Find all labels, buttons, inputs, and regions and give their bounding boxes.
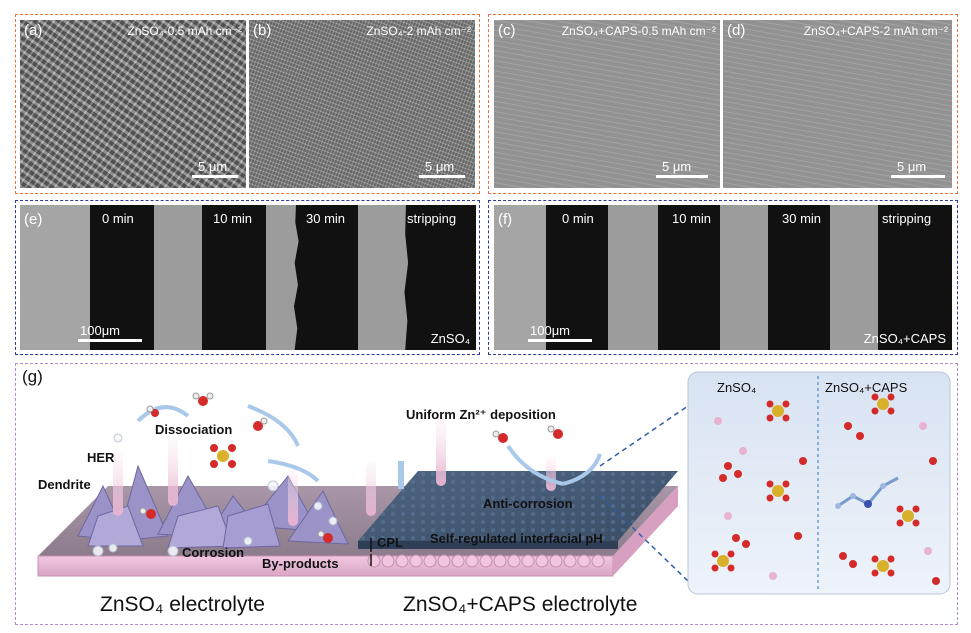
zn-ion-trails: [113, 416, 556, 526]
inset-label-znso4: ZnSO₄: [717, 380, 757, 395]
dendrite-cluster: [77, 464, 349, 549]
annotation-byproducts: By-products: [262, 556, 339, 571]
sem-panel-d: (d) ZnSO₄+CAPS-2 mAh cm⁻² 5 μm: [723, 20, 952, 188]
frame-optical-left: [15, 200, 480, 355]
optical-panel-f: (f) 0 min 10 min 30 min stripping 100μm …: [494, 205, 952, 350]
scale-bar: [528, 339, 592, 342]
molecular-inset: [687, 371, 951, 595]
scale-bar: [78, 339, 142, 342]
zinc-electrode: [878, 205, 952, 350]
zinc-electrode: [404, 205, 476, 350]
time-label: 10 min: [672, 211, 712, 226]
panel-title: ZnSO₄-2 mAh cm⁻²: [366, 24, 471, 38]
annotation-dissociation: Dissociation: [155, 422, 233, 437]
annotation-anti-corrosion: Anti-corrosion: [483, 496, 573, 511]
time-label: stripping: [407, 211, 457, 226]
annotation-corrosion: Corrosion: [182, 545, 245, 560]
electrolyte-label: ZnSO₄+CAPS: [863, 331, 946, 346]
time-label: 10 min: [213, 211, 253, 226]
panel-title: ZnSO₄+CAPS-0.5 mAh cm⁻²: [561, 24, 716, 38]
frame-sem-right: [488, 14, 958, 194]
scale-bar: [419, 175, 465, 178]
scale-bar: [656, 175, 708, 178]
zinc-electrode: [202, 205, 266, 350]
time-label: stripping: [882, 211, 932, 226]
inset-right-molecules: [835, 393, 940, 585]
zinc-electrode: [546, 205, 608, 350]
annotation-dendrite: Dendrite: [38, 477, 91, 492]
scale-bar: [192, 175, 238, 178]
sem-panel-a: (a) ZnSO₄-0.5 mAh cm⁻² 5 μm: [20, 20, 246, 188]
water-molecules: [139, 392, 563, 543]
frame-sem-left: [15, 14, 480, 194]
time-label: 30 min: [782, 211, 822, 226]
annotation-self-regulated-ph: Self-regulated interfacial pH: [430, 531, 603, 546]
scale-label: 100μm: [530, 323, 571, 338]
caption-znso4-electrolyte: ZnSO₄ electrolyte: [100, 593, 265, 616]
optical-panel-e: (e) 0 min 10 min 30 min stripping 100μm …: [20, 205, 476, 350]
sem-panel-c: (c) ZnSO₄+CAPS-0.5 mAh cm⁻² 5 μm: [494, 20, 720, 188]
panel-title: ZnSO₄-0.5 mAh cm⁻²: [127, 24, 242, 38]
panel-label: (f): [498, 211, 513, 228]
zn-sphere-row: [367, 554, 605, 568]
panel-label: (a): [24, 22, 43, 39]
scale-label: 100μm: [80, 323, 121, 338]
zinc-electrode: [768, 205, 830, 350]
schematic-illustration: [37, 371, 951, 595]
panel-label: (b): [253, 22, 272, 39]
inset-label-znso4-caps: ZnSO₄+CAPS: [825, 380, 908, 395]
panel-label: (d): [727, 22, 746, 39]
annotation-uniform-deposition: Uniform Zn²⁺ deposition: [406, 407, 556, 422]
scale-label: 5 μm: [662, 159, 692, 174]
frame-optical-right: [488, 200, 958, 355]
zinc-electrode: [90, 205, 154, 350]
sem-panel-b: (b) ZnSO₄-2 mAh cm⁻² 5 μm: [249, 20, 475, 188]
annotation-cpl: CPL: [377, 535, 403, 550]
panel-label: (c): [498, 22, 516, 39]
scale-bar: [891, 175, 945, 178]
time-label: 0 min: [562, 211, 594, 226]
electrolyte-label: ZnSO₄: [430, 331, 470, 346]
inset-left-molecules: [711, 400, 807, 580]
zinc-electrode: [293, 205, 358, 350]
sulfate-molecule: [210, 444, 236, 468]
time-label: 30 min: [306, 211, 346, 226]
panel-label-g: (g): [22, 367, 43, 386]
annotation-her: HER: [87, 450, 115, 465]
scale-label: 5 μm: [198, 159, 228, 174]
zinc-electrode: [658, 205, 720, 350]
scale-label: 5 μm: [425, 159, 455, 174]
panel-label: (e): [24, 211, 43, 228]
scale-label: 5 μm: [897, 159, 927, 174]
frame-schematic: [15, 363, 958, 625]
caption-znso4-caps-electrolyte: ZnSO₄+CAPS electrolyte: [403, 593, 638, 616]
time-label: 0 min: [102, 211, 134, 226]
panel-title: ZnSO₄+CAPS-2 mAh cm⁻²: [803, 24, 948, 38]
